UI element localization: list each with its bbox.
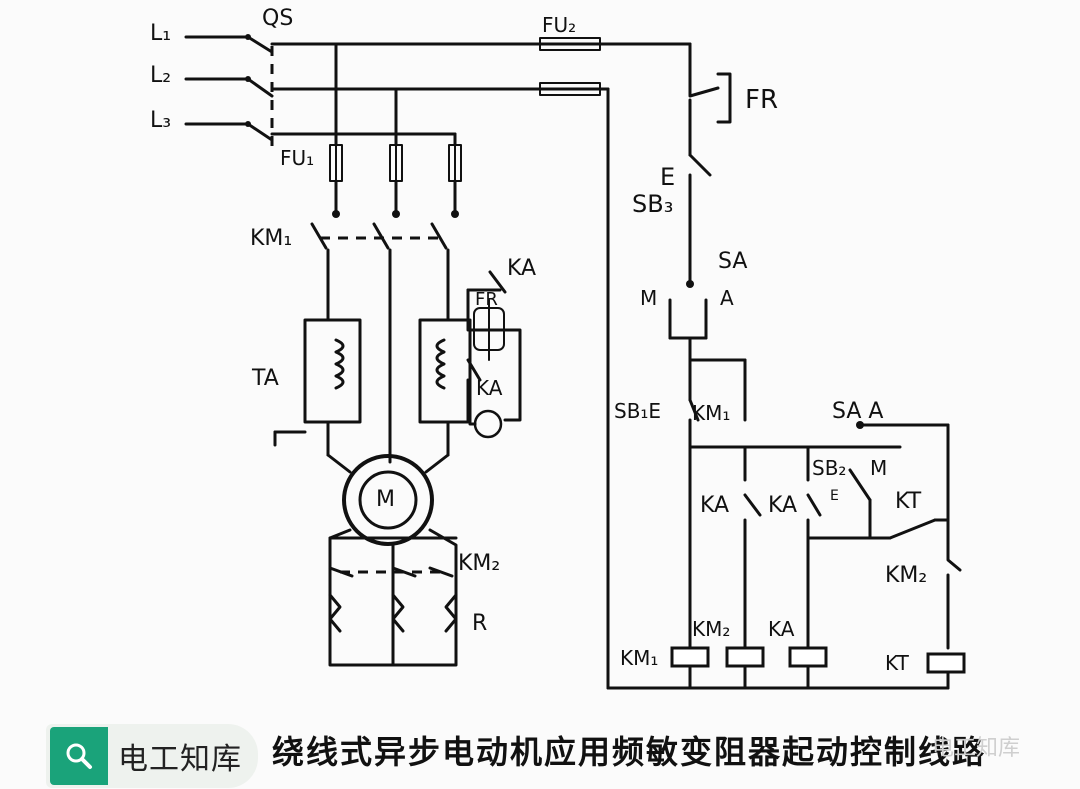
- label-ta: TA: [251, 366, 279, 391]
- label-l1: L₁: [150, 21, 171, 46]
- source-badge[interactable]: 电工知库: [46, 724, 258, 788]
- diagram-caption: 绕线式异步电动机应用频敏变阻器起动控制线路: [272, 733, 987, 771]
- label-ka-contact: KA: [507, 256, 536, 281]
- label-coil-km2: KM₂: [692, 617, 730, 641]
- label-qs: QS: [262, 6, 293, 31]
- label-l3: L₃: [150, 108, 171, 133]
- label-fr: FR: [745, 85, 778, 115]
- label-coil-ka: KA: [768, 617, 795, 641]
- label-sb2: SB₂: [812, 456, 846, 480]
- label-km1-main: KM₁: [250, 226, 292, 251]
- label-sb3: SB₃: [632, 190, 673, 218]
- search-icon: [50, 727, 108, 785]
- label-sb2-m: M: [870, 456, 887, 480]
- label-saa: SA A: [832, 399, 883, 424]
- label-sb1: SB₁E: [614, 399, 661, 423]
- badge-label: 电工知库: [118, 742, 242, 777]
- label-km1-aux: KM₁: [692, 401, 730, 425]
- label-ka-c2: KA: [768, 493, 797, 518]
- label-fu1: FU₁: [280, 146, 314, 170]
- label-km2-nc: KM₂: [885, 563, 927, 588]
- label-motor: M: [376, 487, 395, 512]
- label-coil-km1: KM₁: [620, 646, 658, 670]
- label-sa: SA: [718, 249, 747, 274]
- label-r: R: [472, 611, 487, 636]
- label-km2-rotor: KM₂: [458, 551, 500, 576]
- watermark: 电工知库: [932, 736, 1021, 761]
- label-ka-c1: KA: [700, 493, 729, 518]
- label-e1: E: [660, 163, 675, 191]
- label-fu2: FU₂: [542, 13, 576, 37]
- label-l2: L₂: [150, 63, 171, 88]
- label-ka-contact2: KA: [476, 376, 503, 400]
- label-kt-contact: KT: [895, 489, 922, 514]
- label-e2: E: [830, 488, 839, 504]
- label-coil-kt: KT: [885, 651, 910, 675]
- label-fr-relay: FR: [475, 289, 498, 310]
- label-sa-m: M: [640, 286, 657, 310]
- label-sa-a: A: [720, 286, 734, 310]
